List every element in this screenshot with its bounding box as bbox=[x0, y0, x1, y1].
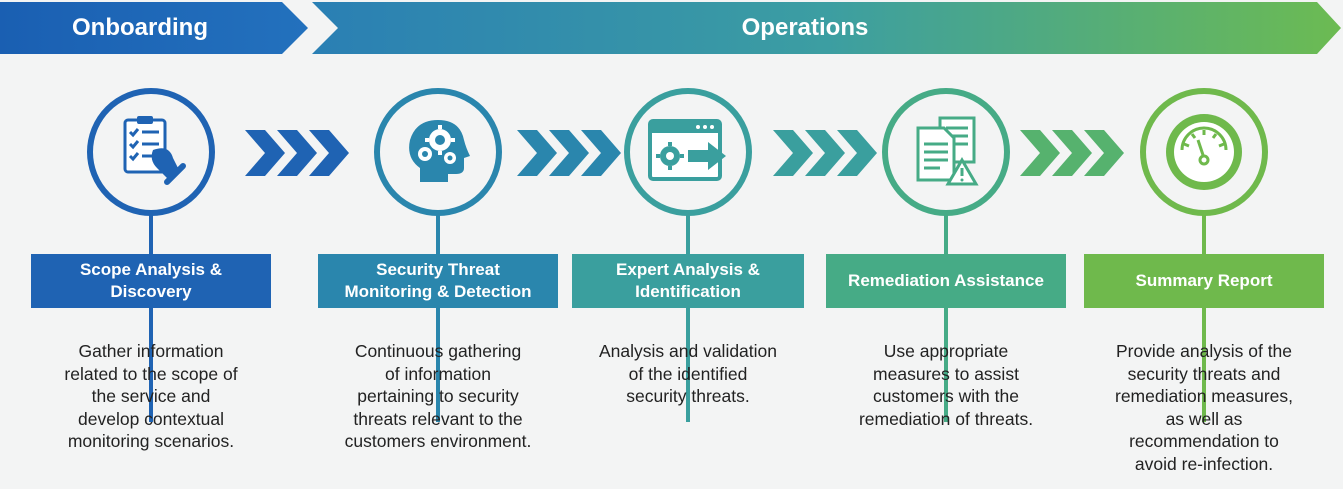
step-remediation: Remediation Assistance Use appropriate m… bbox=[816, 88, 1076, 488]
step-description: Provide analysis of the security threats… bbox=[1115, 341, 1293, 474]
step-description: Analysis and validation of the identifie… bbox=[598, 341, 778, 406]
step-title: Summary Report bbox=[1135, 271, 1273, 290]
step-description: Gather information related to the scope … bbox=[64, 341, 238, 451]
step-icon-circle bbox=[624, 88, 752, 216]
chevron-arrows-4 bbox=[1020, 130, 1124, 176]
browser-gear-arrow-icon bbox=[648, 119, 726, 181]
step-title: Remediation Assistance bbox=[848, 271, 1044, 290]
step-summary-report: Summary Report Provide analysis of the s… bbox=[1074, 88, 1334, 488]
step-icon-circle bbox=[882, 88, 1010, 216]
step-scope-analysis: Scope Analysis & Discovery Gather inform… bbox=[21, 88, 281, 488]
step-title-box: Expert Analysis & Identification bbox=[572, 254, 804, 308]
step-expert-analysis: Expert Analysis & Identification Analysi… bbox=[558, 88, 818, 488]
step-description: Use appropriate measures to assist custo… bbox=[858, 341, 1034, 429]
step-icon-circle bbox=[87, 88, 215, 216]
chevron-arrows-1 bbox=[245, 130, 349, 176]
step-title: Expert Analysis & Identification bbox=[616, 260, 760, 301]
phase-operations-label: Operations bbox=[741, 14, 869, 41]
step-threat-monitoring: Security Threat Monitoring & Detection C… bbox=[308, 88, 568, 488]
step-icon-circle bbox=[1140, 88, 1268, 216]
connector-line bbox=[436, 214, 440, 422]
phase-banner bbox=[0, 2, 1341, 54]
step-icon-circle bbox=[374, 88, 502, 216]
step-title-box: Security Threat Monitoring & Detection bbox=[318, 254, 558, 308]
operations-arrow bbox=[312, 2, 1341, 54]
chevron-arrows-3 bbox=[773, 130, 877, 176]
connector-line bbox=[149, 214, 153, 422]
phase-onboarding-label: Onboarding bbox=[72, 14, 208, 41]
step-title-box: Summary Report bbox=[1084, 254, 1324, 308]
step-title-box: Remediation Assistance bbox=[826, 254, 1066, 308]
step-title: Security Threat Monitoring & Detection bbox=[344, 260, 532, 301]
step-title: Scope Analysis & Discovery bbox=[79, 260, 223, 301]
gauge-icon bbox=[1166, 114, 1242, 190]
head-gears-icon bbox=[409, 120, 470, 182]
documents-warning-icon bbox=[916, 116, 979, 186]
chevron-arrows-2 bbox=[517, 130, 621, 176]
connector-line bbox=[686, 214, 690, 422]
onboarding-arrow bbox=[0, 2, 308, 54]
checklist-clipboard-icon bbox=[123, 116, 186, 185]
connector-line bbox=[944, 214, 948, 422]
step-description: Continuous gathering of information pert… bbox=[344, 341, 532, 451]
connector-line bbox=[1202, 214, 1206, 422]
step-title-box: Scope Analysis & Discovery bbox=[31, 254, 271, 308]
